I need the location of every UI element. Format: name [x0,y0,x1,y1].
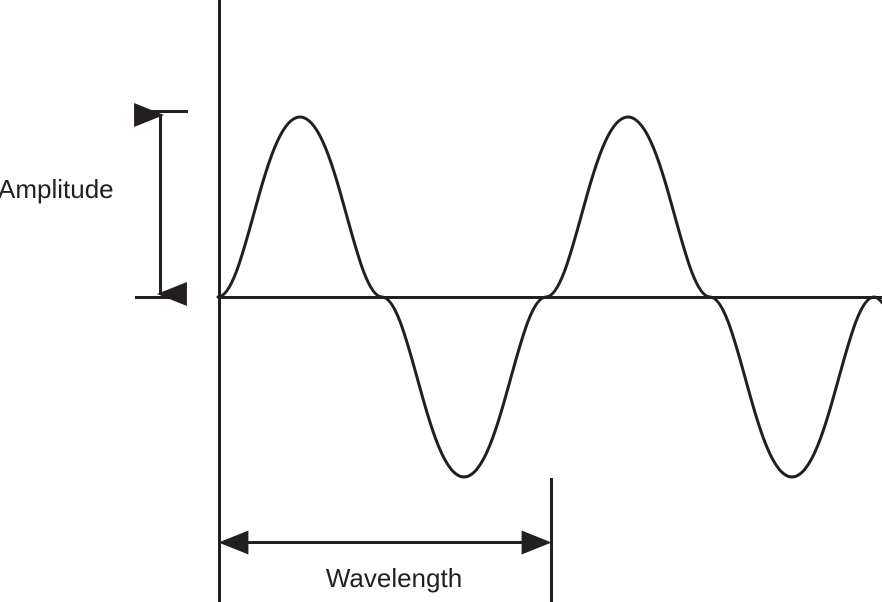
sine-wave-curve [216,115,882,479]
amplitude-annotation: Amplitude [0,103,188,306]
wavelength-annotation: Wavelength [218,530,552,593]
amplitude-label: Amplitude [0,174,114,204]
wavelength-label: Wavelength [326,563,462,593]
